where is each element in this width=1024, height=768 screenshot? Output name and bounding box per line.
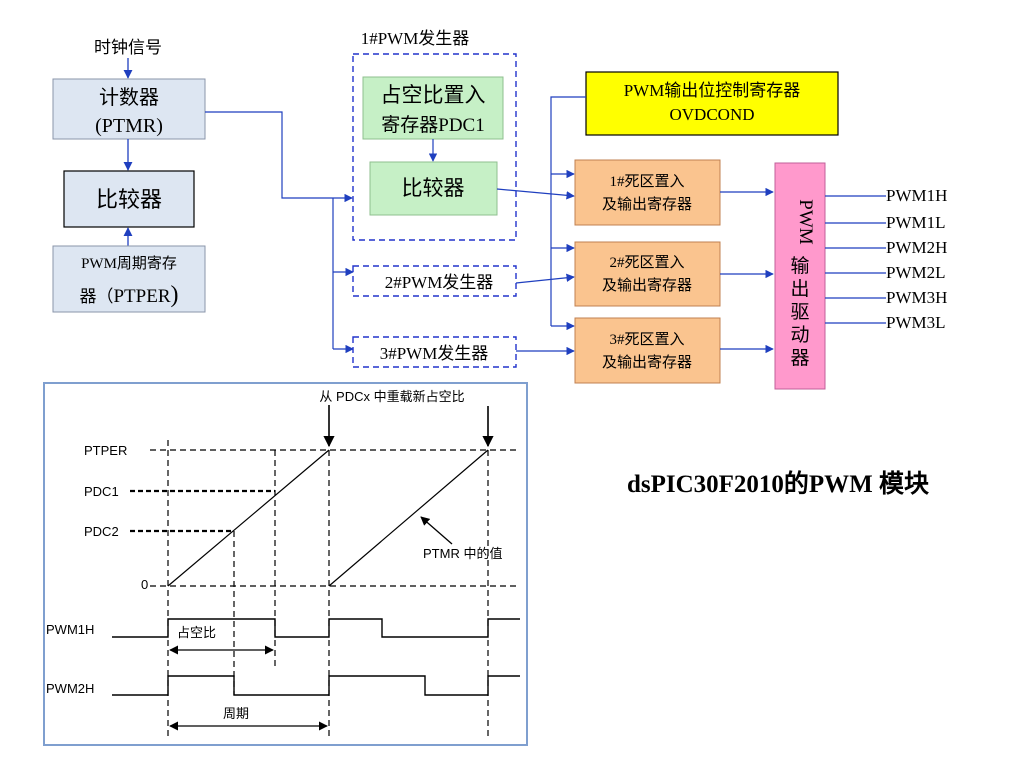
- deadtime3-label: 3#死区置入: [609, 332, 684, 348]
- deadtime1-sub-label: 及输出寄存器: [602, 195, 692, 213]
- gen3-box: [352, 336, 517, 368]
- deadtime1-box: [574, 159, 721, 226]
- deadtime2-sub-label: 及输出寄存器: [602, 276, 692, 294]
- counter-sub-label: (PTMR): [95, 115, 163, 137]
- output-pwm1l: PWM1L: [886, 213, 946, 232]
- duty-label: 占空比: [177, 625, 216, 640]
- ptmr-value-label: PTMR 中的值: [423, 546, 502, 561]
- timing-diagram: 从 PDCx 中重载新占空比 PTPER PDC1 PDC2 0 PTMR 中: [43, 382, 528, 746]
- output-pwm2l: PWM2L: [886, 263, 946, 282]
- ptmr-ramp: [167, 449, 489, 587]
- period-register-box: [52, 245, 206, 313]
- deadtime3-box: [574, 317, 721, 384]
- comparator-label: 比较器: [96, 187, 162, 212]
- gen2-to-deadtime2-arrow: [515, 273, 575, 284]
- deadtime1-label: 1#死区置入: [609, 174, 684, 190]
- output-driver-label-char5: 器: [790, 348, 809, 369]
- ramp-1: [167, 449, 330, 587]
- counter-output-line: [205, 111, 353, 203]
- deadtime3-sub-label: 及输出寄存器: [602, 353, 692, 371]
- gen1-comparator-label: 比较器: [402, 176, 465, 200]
- timing-frame: [43, 382, 528, 746]
- duty-register-box: [362, 76, 504, 140]
- ovd-bus-line: [550, 96, 586, 326]
- output-driver-label-char3: 驱: [790, 301, 809, 323]
- block-diagram: 时钟信号 计数器 (PTMR) 比较器 PWM周期寄存 器（PTPER) 1#P…: [52, 29, 947, 390]
- signal-pwm1h-label: PWM1H: [46, 622, 94, 637]
- waveform-pwm1h: [112, 618, 520, 638]
- ovd-register-sub-label: OVDCOND: [670, 105, 755, 124]
- ptmr-arrow: [420, 516, 453, 545]
- clock-signal-label: 时钟信号: [94, 38, 162, 57]
- output-pwm2h: PWM2H: [886, 238, 947, 257]
- level-pdc2: PDC2: [84, 524, 119, 539]
- ramp-2: [328, 449, 489, 587]
- counter-box: [52, 78, 206, 140]
- gen1-title: 1#PWM发生器: [361, 29, 470, 48]
- comparator-box: [63, 170, 195, 228]
- waveform-pwm2h: [112, 675, 520, 696]
- output-driver-label-char2: 出: [790, 278, 809, 300]
- gen2-box: [352, 265, 517, 297]
- counter-label: 计数器: [99, 86, 159, 109]
- period-register-sub-label: 器（PTPER): [79, 282, 178, 308]
- gen1-to-deadtime1-arrow: [496, 188, 575, 200]
- gen2-label: 2#PWM发生器: [385, 273, 494, 292]
- output-driver-label-char1: 输: [790, 255, 809, 277]
- output-pwm3h: PWM3H: [886, 288, 947, 307]
- deadtime2-box: [574, 241, 721, 307]
- level-ptper: PTPER: [84, 443, 127, 458]
- output-driver-label-pwm: PWM: [795, 199, 816, 245]
- gen1-comparator-box: [369, 161, 498, 216]
- gen3-label: 3#PWM发生器: [380, 344, 489, 363]
- output-pwm3l: PWM3L: [886, 313, 946, 332]
- output-lines: [825, 195, 886, 324]
- ovd-register-box: [585, 71, 839, 136]
- deadtime2-label: 2#死区置入: [609, 255, 684, 271]
- period-register-label: PWM周期寄存: [81, 254, 177, 272]
- duty-register-sub-label: 寄存器PDC1: [381, 114, 484, 136]
- reload-note: 从 PDCx 中重载新占空比: [319, 389, 464, 404]
- output-driver-box: [774, 162, 826, 390]
- level-lines: [130, 449, 520, 587]
- duty-register-label: 占空比置入: [381, 83, 486, 107]
- level-zero: 0: [141, 577, 148, 592]
- period-label: 周期: [223, 706, 249, 721]
- ovd-register-label: PWM输出位控制寄存器: [624, 81, 801, 100]
- gen1-frame: [352, 53, 517, 241]
- level-pdc1: PDC1: [84, 484, 119, 499]
- output-driver-label-char4: 动: [790, 324, 809, 346]
- output-pwm1h: PWM1H: [886, 186, 947, 205]
- signal-pwm2h-label: PWM2H: [46, 681, 94, 696]
- page-title: dsPIC30F2010的PWM 模块: [627, 469, 929, 498]
